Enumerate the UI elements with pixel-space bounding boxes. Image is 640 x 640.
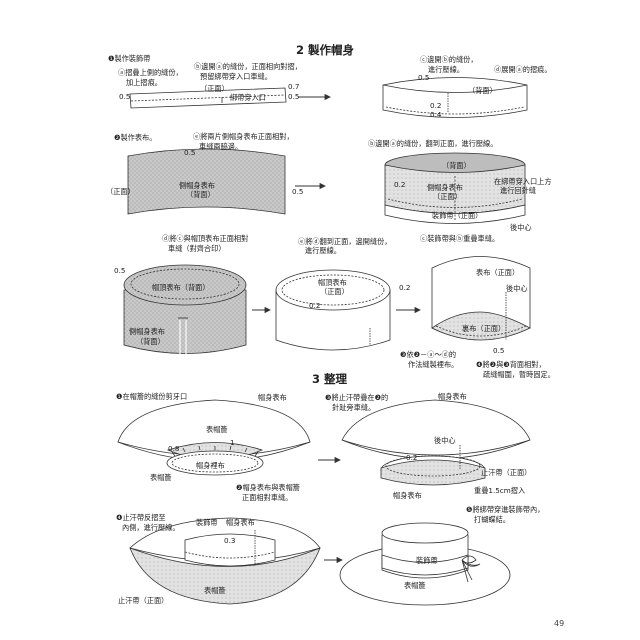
s3-step4-brim: 表帽簷 (204, 586, 226, 595)
step1-title: ❶製作裝飾帶 (108, 54, 151, 63)
step1-m05b: 0.5 (288, 92, 300, 101)
step3c-lining-label: 裏布（正面） (462, 324, 506, 333)
s3-step4-m03: 0.3 (224, 536, 236, 545)
step2-label-1: 側帽身表布 (179, 181, 215, 190)
s3-step2-note-2: 正面相對車縫。 (242, 493, 293, 502)
s3-step1-m1: 1 (230, 438, 235, 447)
brim-step4 (129, 517, 321, 605)
s3-step1-title: ❶在帽簷的縫份剪牙口 (116, 392, 188, 401)
step2-label-2: （背面） (186, 190, 215, 199)
step1c-m02: 0.2 (430, 101, 442, 110)
step1-a-note-2: 加上摺痕。 (126, 78, 162, 87)
s3-step3-brim-top: 帽身表布 (438, 392, 467, 401)
step2b-band-label: 裝飾帶（正面） (432, 211, 483, 220)
step1-m07: 0.7 (288, 82, 300, 91)
step1c-m04: 0.4 (430, 110, 442, 119)
brim-step3 (341, 399, 531, 486)
step2b-c-note: ⓒ裝飾帶與ⓑ重疊車縫。 (420, 234, 500, 243)
s3-step3-inner: 帽身表布 (393, 491, 422, 500)
s3-step3-sweatband: 止汗帶（正面） (481, 468, 532, 477)
s3-step4-note-2: 內側，進行壓線。 (122, 523, 180, 532)
step3b-top-2: （正面） (320, 287, 349, 296)
s3-step1-m08: 0.8 (168, 444, 180, 453)
step2-front: （正面） (106, 187, 135, 196)
step2-e-note-1: ⓔ將兩片側帽身表布正面相對， (193, 132, 294, 141)
s3-step4-sweatband: 止汗帶（正面） (118, 596, 169, 605)
step2b-label-1: 側帽身表布 (427, 183, 463, 192)
step2b-label-2: （正面） (433, 192, 462, 201)
step3b-e-note-1: ⓔ將ⓓ翻到正面，邊開縫份， (298, 237, 392, 246)
step1-a-note-1: ⓐ摺疊上側的縫份， (118, 68, 183, 77)
step3c-note4-1: ❹將❷與❸背面相對， (476, 360, 546, 369)
step3-d-note-1: ⓓ將ⓒ與帽頂表布正面相對 (162, 234, 249, 243)
crown-with-top-inside (123, 264, 247, 355)
section-2-title: 2 製作帽身 (296, 43, 355, 57)
s3-step3-note-1: ❸將止汗帶疊在❷的 (325, 393, 389, 402)
step3c-note3-1: ❸依❷－ⓐ～ⓓ的 (400, 350, 457, 359)
step2b-right-note-1: 在綁帶穿入口上方 (494, 177, 552, 186)
decor-band-ring (382, 77, 528, 118)
step1c-m05: 0.5 (418, 73, 430, 82)
s3-step1-top-brim: 表帽簷 (206, 425, 228, 434)
step2b-m02: 0.2 (394, 180, 406, 189)
step3b-m02a: 0.2 (399, 283, 411, 292)
s3-step1-lower-brim: 表帽簷 (150, 473, 172, 482)
step2-m05b: 0.5 (292, 187, 304, 196)
s3-step1-brim-top: 帽身表布 (258, 393, 287, 402)
s3-step4-band: 裝飾帶 (196, 518, 218, 527)
decor-band-strip (129, 87, 287, 109)
section-3-title: 3 整理 (312, 372, 348, 386)
step2b-note: ⓑ邊開ⓐ的縫份，翻到正面，進行壓線。 (368, 139, 498, 148)
s3-step2-note-1: ❷帽身表布與表帽簷 (236, 483, 300, 492)
step3b-e-note-2: 進行壓線。 (305, 246, 341, 255)
crown-with-lining (431, 256, 531, 341)
s3-step3-m02: 0.2 (406, 453, 418, 462)
step1-m05: 0.5 (119, 92, 131, 101)
step2-e-note-2: 車縫兩脇邊。 (199, 142, 243, 151)
step3-side-label-2: （背面） (136, 337, 165, 346)
step1c-note-1: ⓒ邊開ⓑ的縫份， (420, 55, 478, 64)
page-number: 49 (554, 619, 565, 628)
brim-step1 (117, 399, 311, 476)
step3-top-label: 帽頂表布（背面） (152, 283, 210, 292)
s3-step5-brim: 表帽簷 (404, 581, 426, 590)
crown-cylinder (384, 152, 526, 224)
step2b-rear-center: 後中心 (510, 223, 532, 232)
s3-step1-inner: 帽身裡布 (196, 461, 225, 470)
step1c-back: （背面） (468, 86, 497, 95)
finished-hat (339, 522, 511, 606)
s3-step5-note-2: 打蝴蝶結。 (474, 515, 510, 524)
step3c-note4-2: 疏縫帽圍，暫時固定。 (483, 370, 555, 379)
step2b-back: （背面） (442, 161, 471, 170)
step1c-note-2: 進行壓線。 (428, 65, 464, 74)
s3-step3-overlap: 重疊1.5cm摺入 (474, 486, 526, 495)
step1-b-note-1: ⓑ邊開ⓐ的縫份，正面相向對摺， (194, 62, 302, 71)
step3-d-note-2: 車縫（對齊合印） (168, 244, 226, 253)
step3-side-label-1: 側帽身表布 (129, 327, 165, 336)
step3c-note3-2: 作法縫製裡布。 (408, 360, 459, 369)
step2-title: ❷製作表布。 (114, 133, 157, 142)
s3-step4-body: 帽身表布 (226, 518, 255, 527)
step1-opening: 綁帶穿入口 (230, 93, 266, 102)
step3b-top-1: 帽頂表布 (318, 278, 347, 287)
step3b-m02b: 0.2 (309, 301, 321, 310)
s3-step4-note-1: ❹止汗帶反摺至 (116, 513, 166, 522)
step3c-rear-center: 後中心 (506, 284, 528, 293)
s3-step5-band: 裝飾帶 (416, 556, 438, 565)
s3-step3-rear-center: 後中心 (434, 436, 456, 445)
step1-b-note-2: 預留綁帶穿入口車縫。 (200, 72, 272, 81)
step1-front: （正面） (200, 84, 229, 93)
step2-m05a: 0.5 (184, 148, 196, 157)
s3-step3-note-2: 針趾旁車縫。 (332, 403, 376, 412)
step3c-m05: 0.5 (493, 346, 505, 355)
crown-outside (275, 269, 391, 351)
side-crown-panel (127, 148, 286, 215)
step2b-right-note-2: 進行回針縫 (500, 186, 536, 195)
step3-m05: 0.5 (114, 266, 126, 275)
s3-step5-note-1: ❺將綁帶穿進裝飾帶內， (466, 505, 545, 514)
step3c-front-label: 表布（正面） (476, 268, 520, 277)
step1d-note: ⓓ展開ⓐ的摺痕。 (494, 65, 552, 74)
